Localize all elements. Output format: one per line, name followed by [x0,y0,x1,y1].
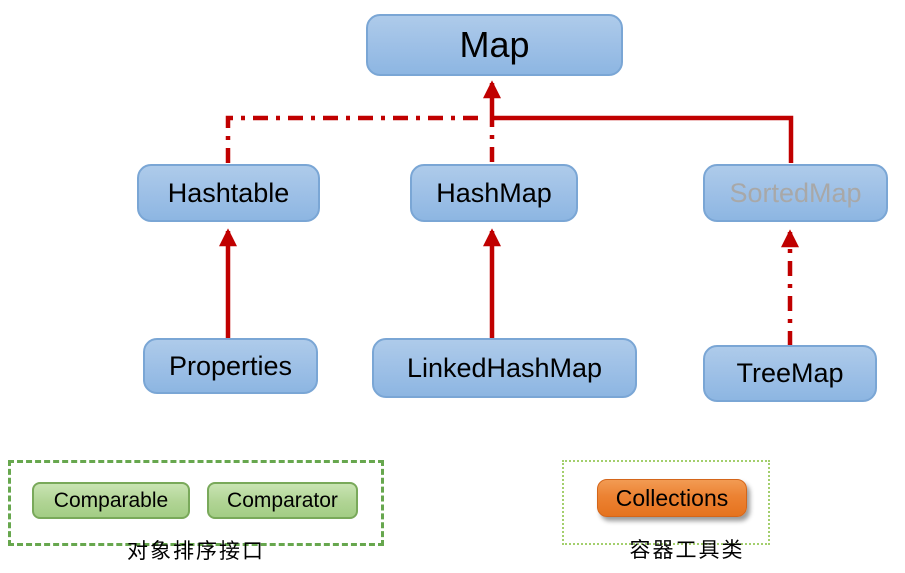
node-linkedhashmap: LinkedHashMap [372,338,637,398]
node-sortedmap: SortedMap [703,164,888,222]
node-treemap: TreeMap [703,345,877,402]
edge-sortedmap-to-map [490,115,794,163]
object-sorting-group-caption: 对象排序接口 [127,539,265,563]
node-comparable: Comparable [32,482,190,519]
node-hashmap: HashMap [410,164,578,222]
node-map: Map [366,14,623,76]
container-utility-group-caption: 容器工具类 [629,538,745,562]
node-properties: Properties [143,338,318,394]
node-comparator: Comparator [207,482,358,519]
object-sorting-group-frame [8,460,384,546]
node-collections: Collections [597,479,747,517]
node-hashtable: Hashtable [137,164,320,222]
container-utility-group-frame [562,460,770,545]
edge-hashtable-to-map [225,115,486,163]
